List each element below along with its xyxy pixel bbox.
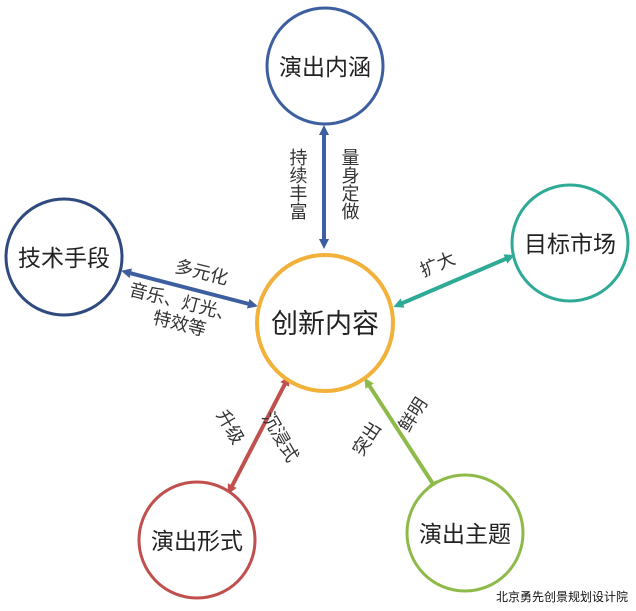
node-top-label: 演出内涵 xyxy=(279,55,371,81)
node-right-label: 目标市场 xyxy=(524,232,616,258)
node-bottom-right: 演出主题 xyxy=(405,473,525,593)
arrow-center-bottom-right xyxy=(364,377,438,492)
arrow-center-bottom-left xyxy=(227,375,290,495)
node-right: 目标市场 xyxy=(510,183,630,303)
node-bottom-right-label: 演出主题 xyxy=(419,522,511,548)
edge-label-right: 扩大 xyxy=(417,248,458,281)
edge-label-top-left: 持续丰富 xyxy=(287,148,308,220)
node-center: 创新内容 xyxy=(255,253,395,393)
node-bottom-left: 演出形式 xyxy=(137,480,257,600)
node-top: 演出内涵 xyxy=(265,6,385,126)
edge-label-top-right: 量身定做 xyxy=(339,148,360,220)
arrow-center-left xyxy=(121,268,258,309)
edge-label-bottom-right-2: 突出 xyxy=(349,418,386,460)
edge-label-bottom-left-1: 升级 xyxy=(212,406,248,448)
node-left-label: 技术手段 xyxy=(18,246,110,272)
watermark: 北京勇先创景规划设计院 xyxy=(495,590,628,604)
node-left: 技术手段 xyxy=(4,197,124,317)
edge-label-bottom-left-2: 沉浸式 xyxy=(257,409,302,466)
arrow-center-right xyxy=(393,254,515,308)
node-bottom-left-label: 演出形式 xyxy=(151,529,243,555)
node-center-label: 创新内容 xyxy=(271,309,379,340)
edge-label-bottom-right-1: 鲜明 xyxy=(395,394,432,436)
